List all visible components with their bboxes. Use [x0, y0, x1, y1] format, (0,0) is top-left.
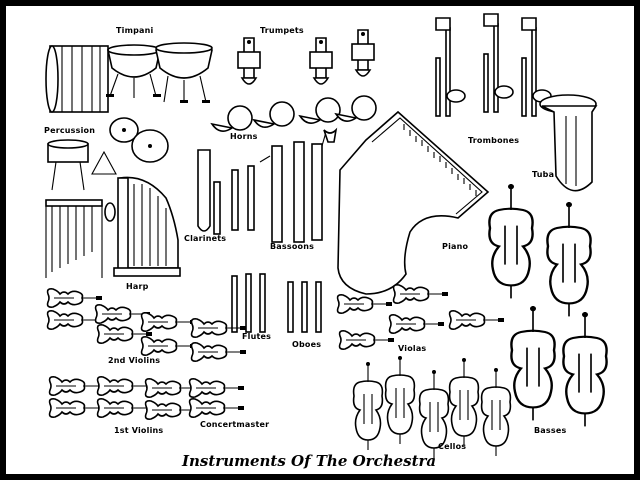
diagram-canvas: Timpani Trumpets Trombones Percussion Ho… — [6, 6, 634, 474]
piano-icon — [337, 110, 490, 295]
oboes-label: Oboes — [292, 340, 322, 349]
trombones-label: Trombones — [468, 136, 520, 145]
clarinets-icon — [197, 149, 255, 235]
trumpets-label: Trumpets — [260, 26, 304, 35]
harp-label: Harp — [126, 282, 149, 291]
horns-label: Horns — [230, 132, 258, 141]
timpani-icon — [106, 42, 213, 103]
clarinets-label: Clarinets — [184, 234, 227, 243]
tambourine-icon — [104, 202, 116, 222]
trombones-icon — [435, 13, 552, 117]
trumpets-icon — [237, 29, 375, 85]
basses-label: Basses — [534, 426, 567, 435]
first-violins-icon — [48, 376, 245, 420]
horns-icon — [210, 95, 377, 132]
tuba-label: Tuba — [532, 170, 555, 179]
violas-icon — [336, 284, 505, 350]
second-violins-icon — [46, 288, 247, 362]
chimes-icon — [45, 199, 103, 278]
concertmaster-label: Concertmaster — [200, 420, 270, 429]
flutes-icon — [231, 273, 266, 333]
cellos-icon — [352, 355, 512, 459]
piano-label: Piano — [442, 242, 469, 251]
diagram-title: Instruments Of The Orchestra — [182, 452, 437, 470]
violas-label: Violas — [398, 344, 427, 353]
timpani-label: Timpani — [116, 26, 154, 35]
harp-icon — [113, 176, 181, 277]
first-violins-label: 1st Violins — [114, 426, 164, 435]
bassoons-label: Bassoons — [270, 242, 315, 251]
instrument-drawings — [45, 13, 608, 459]
triangle-icon — [91, 150, 117, 175]
flutes-label: Flutes — [242, 332, 272, 341]
oboes-icon — [287, 281, 322, 333]
tuba-icon — [539, 94, 598, 192]
second-violins-label: 2nd Violins — [108, 356, 161, 365]
cellos-label: Cellos — [438, 442, 467, 451]
bassoons-icon — [259, 127, 338, 243]
percussion-label: Percussion — [44, 126, 96, 135]
bass-drum-icon — [45, 45, 109, 113]
snare-drum-icon — [47, 139, 89, 191]
cymbals-icon — [109, 117, 169, 163]
